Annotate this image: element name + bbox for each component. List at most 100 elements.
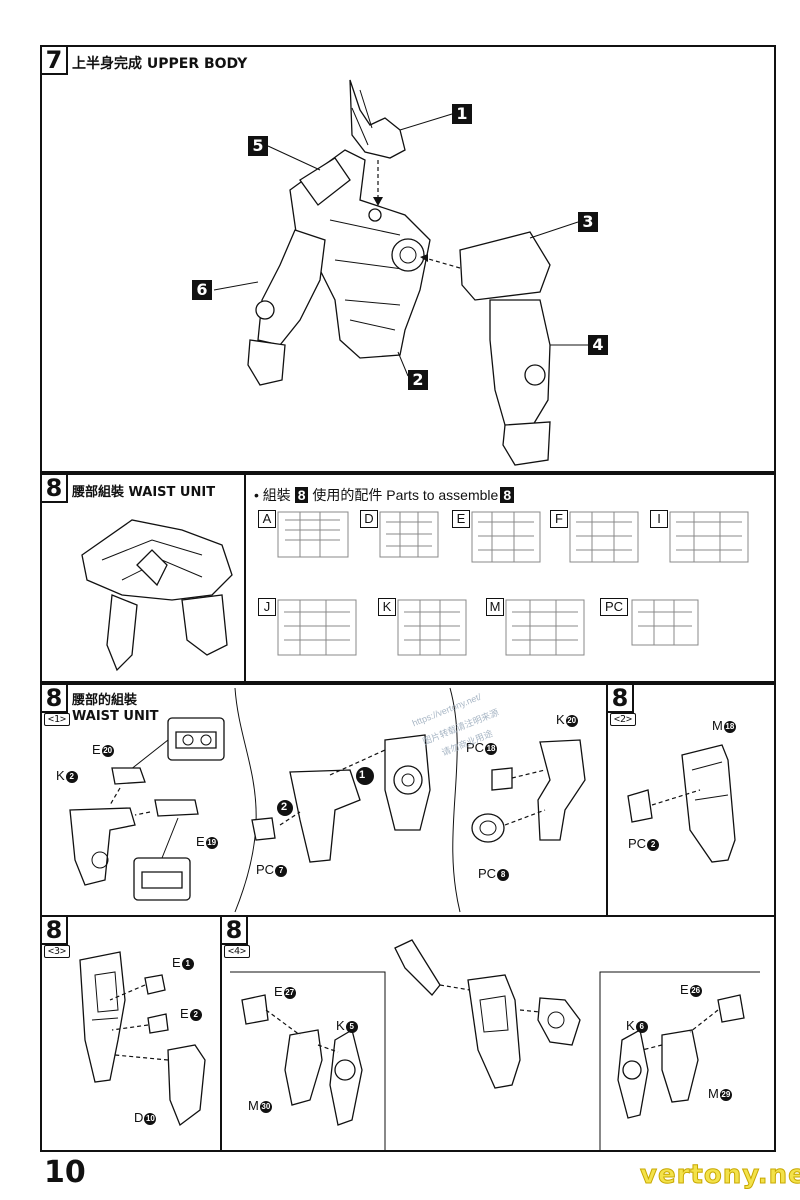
label-num: 27 [283, 986, 296, 999]
parts-heading-pre: • 組裝 [254, 487, 291, 503]
step8-waist-panel: 8 腰部組裝 WAIST UNIT [40, 473, 246, 683]
runner-label: F [550, 510, 568, 528]
label-text: E [274, 984, 283, 999]
step8-1-title: 腰部的組裝 [72, 693, 138, 708]
runner-E: E [452, 510, 542, 565]
label-num: 30 [259, 1100, 272, 1113]
label-num: 2 [65, 770, 78, 783]
label-num: 20 [565, 714, 578, 727]
step8-1-sub: <1> [44, 713, 71, 726]
runner-label: K [378, 598, 396, 616]
runner-PC: PC [600, 598, 700, 648]
runner-M: M [486, 598, 586, 658]
runner-label: A [258, 510, 276, 528]
runner-label: I [650, 510, 668, 528]
label-text: M [712, 718, 723, 733]
label-text: D [134, 1110, 144, 1125]
label-num: 26 [689, 984, 702, 997]
step7-number: 7 [40, 45, 68, 75]
runner-D: D [360, 510, 440, 560]
step8-2-sub: <2> [610, 713, 637, 726]
runner-label: D [360, 510, 378, 528]
runner-F: F [550, 510, 640, 565]
callout-6: 6 [192, 280, 212, 300]
label-text: E [172, 955, 181, 970]
label-text: K [556, 712, 565, 727]
runner-J: J [258, 598, 358, 658]
parts-heading-post: 使用的配件 Parts to assemble [312, 487, 499, 503]
step8-3-sub: <3> [44, 945, 71, 958]
step8-title: 腰部組裝 WAIST UNIT [72, 485, 216, 500]
step8-1-number: 8 [40, 683, 68, 713]
label-text: PC [466, 740, 485, 755]
step-marker-2: 2 [281, 801, 288, 813]
label-text: PC [256, 862, 275, 877]
label-num: 7 [275, 864, 288, 877]
callout-1: 1 [452, 104, 472, 124]
label-num: 2 [189, 1008, 202, 1021]
label-num: 19 [205, 836, 218, 849]
label-num: 1 [181, 957, 194, 970]
callout-2: 2 [408, 370, 428, 390]
parts-heading-step: 8 [294, 487, 309, 503]
runner-label: J [258, 598, 276, 616]
runner-label: E [452, 510, 470, 528]
runner-K: K [378, 598, 468, 658]
runner-A: A [258, 510, 348, 560]
label-text: M [708, 1086, 719, 1101]
step8-3-number: 8 [40, 915, 68, 945]
label-text: M [248, 1098, 259, 1113]
callout-5: 5 [248, 136, 268, 156]
label-text: PC [478, 866, 497, 881]
step-marker-1: 1 [359, 769, 366, 781]
label-num: 18 [723, 720, 736, 733]
step8-4-number: 8 [220, 915, 248, 945]
label-text: K [336, 1018, 345, 1033]
step8-number: 8 [40, 473, 68, 503]
label-num: 20 [101, 744, 114, 757]
callout-4: 4 [588, 335, 608, 355]
label-text: PC [628, 836, 647, 851]
label-num: 8 [497, 868, 510, 881]
runner-label: PC [600, 598, 628, 616]
label-num: 29 [719, 1088, 732, 1101]
label-num: 6 [635, 1020, 648, 1033]
label-text: E [92, 742, 101, 757]
label-num: 5 [345, 1020, 358, 1033]
page-number: 10 [44, 1155, 86, 1190]
waist-unit-illustration [81, 519, 233, 672]
parts-heading-step2: 8 [500, 487, 515, 503]
label-text: K [56, 768, 65, 783]
label-text: K [626, 1018, 635, 1033]
site-watermark: vertony.net [639, 1160, 800, 1191]
label-num: 18 [485, 742, 498, 755]
step8-2-number: 8 [606, 683, 634, 713]
callout-3: 3 [578, 212, 598, 232]
step8-1-subtitle: WAIST UNIT [72, 709, 159, 724]
label-num: 10 [144, 1112, 157, 1125]
label-text: E [180, 1006, 189, 1021]
